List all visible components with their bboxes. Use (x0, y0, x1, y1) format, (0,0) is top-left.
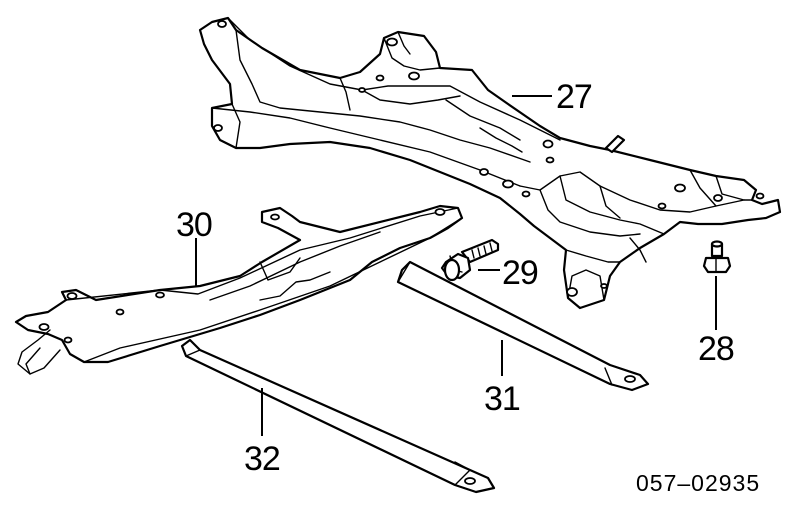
part-28-nut (702, 240, 732, 274)
reference-code: 057–02935 (636, 470, 760, 496)
callout-29: 29 (502, 254, 538, 292)
part-30-stiffener (14, 204, 464, 375)
callout-28: 28 (698, 330, 734, 368)
part-31-stay-bar (396, 260, 650, 392)
callout-27: 27 (556, 78, 592, 116)
callout-31: 31 (484, 380, 520, 418)
part-32-stay-bar (180, 338, 496, 494)
part-27-subframe (198, 16, 782, 310)
callout-30: 30 (176, 206, 212, 244)
callout-32: 32 (244, 440, 280, 478)
leader-lines (195, 95, 717, 436)
part-29-bolt (440, 238, 500, 282)
